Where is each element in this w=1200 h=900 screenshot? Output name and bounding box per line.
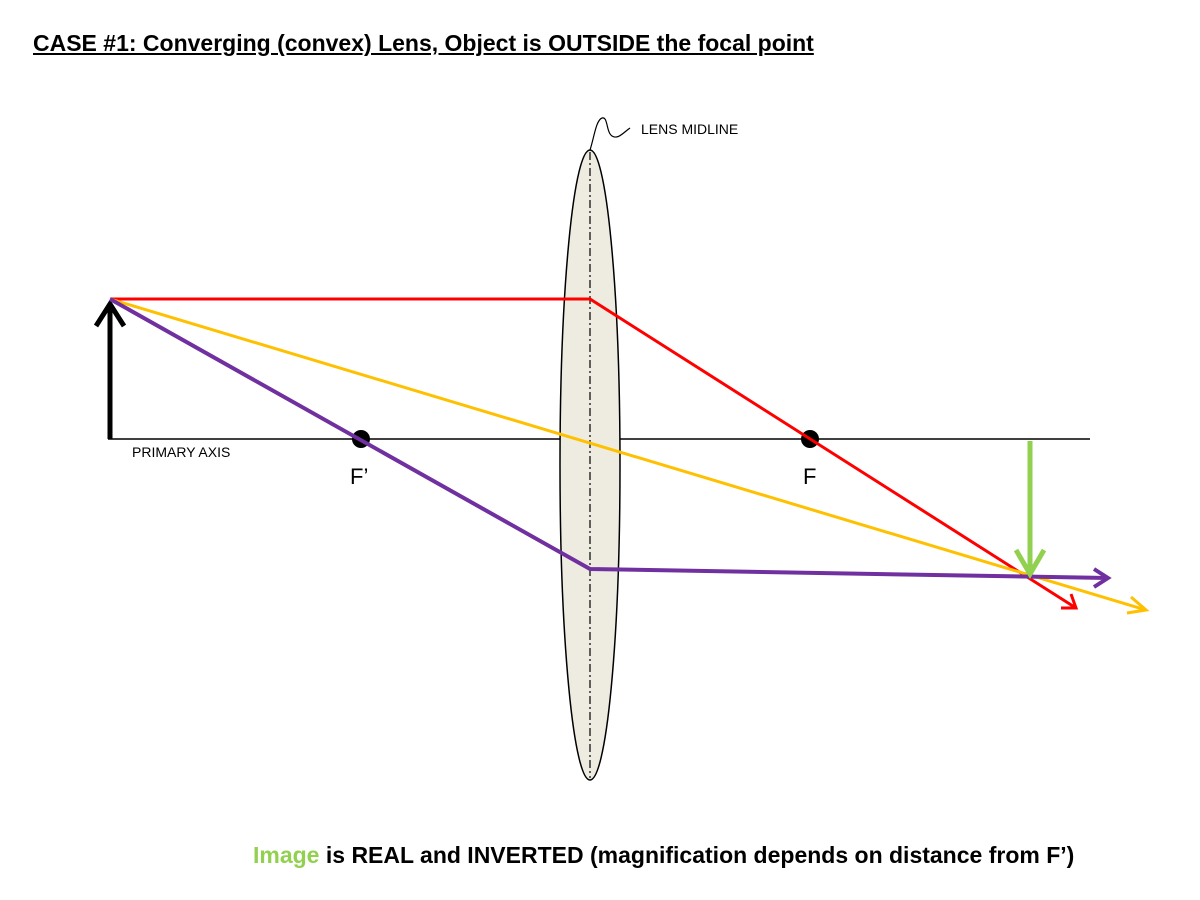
caption-text: is REAL and INVERTED (magnification depe… xyxy=(319,842,1075,868)
ray-parallel-arrowhead xyxy=(1061,593,1079,610)
primary-axis-label: PRIMARY AXIS xyxy=(132,444,230,460)
focal-label-right: F xyxy=(803,464,816,489)
ray-parallel xyxy=(110,297,1077,610)
ray-focal xyxy=(109,297,1109,580)
conclusion-caption: Image is REAL and INVERTED (magnificatio… xyxy=(253,842,1074,869)
ray-focal-arrowhead xyxy=(1092,567,1112,589)
caption-image-word: Image xyxy=(253,842,320,868)
image-arrow-head xyxy=(1013,548,1047,579)
lens-midline-label: LENS MIDLINE xyxy=(641,121,738,137)
ray-center xyxy=(109,297,1147,612)
ray-center-arrowhead xyxy=(1126,595,1150,615)
object-arrow-head xyxy=(93,299,127,328)
diagram-title: CASE #1: Converging (convex) Lens, Objec… xyxy=(33,30,814,56)
lens-midline-pointer xyxy=(589,117,631,151)
focal-label-left: F’ xyxy=(350,464,368,489)
